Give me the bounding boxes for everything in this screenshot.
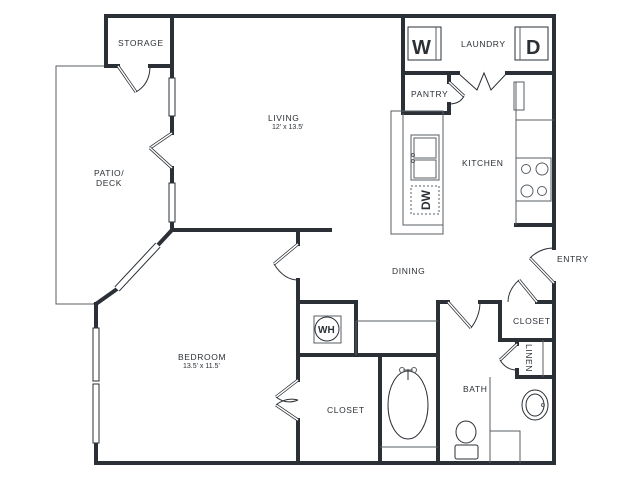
patio-label-line2: DECK <box>96 178 122 188</box>
storage-label: STORAGE <box>118 38 164 48</box>
washer-label: W <box>412 37 431 59</box>
patio-outline <box>55 65 106 305</box>
toilet <box>454 420 479 460</box>
exterior-walls <box>93 14 556 465</box>
laundry-label: LAUNDRY <box>461 39 506 49</box>
patio-label-line1: PATIO/ <box>94 168 124 178</box>
kitchen-label: KITCHEN <box>462 158 504 168</box>
entry-label: ENTRY <box>557 254 589 264</box>
bedroom-dimensions: 13.5' x 11.5' <box>183 363 220 370</box>
interior-walls <box>170 14 556 465</box>
bathtub <box>387 367 429 440</box>
living-dimensions: 12' x 13.5' <box>272 124 303 131</box>
dining-label: DINING <box>392 266 425 276</box>
bath-sink <box>521 389 549 421</box>
water-heater: WH <box>313 315 342 344</box>
bedroom-label: BEDROOM <box>178 352 226 362</box>
entry-closet-label: CLOSET <box>513 316 551 326</box>
counters <box>355 81 554 463</box>
dryer: D <box>514 26 549 61</box>
bedroom-closet-label: CLOSET <box>327 405 365 415</box>
stove <box>515 157 552 202</box>
linen-label: LINEN <box>524 344 534 372</box>
dishwasher-label: DW <box>419 189 433 210</box>
doors <box>116 65 556 422</box>
living-label: LIVING <box>268 113 299 123</box>
pantry-label: PANTRY <box>411 89 448 99</box>
sink <box>410 134 440 181</box>
water-heater-label: WH <box>318 325 335 336</box>
dishwasher: DW <box>410 185 440 215</box>
windows <box>92 77 176 444</box>
dryer-label: D <box>526 37 540 59</box>
washer: W <box>407 26 442 61</box>
bath-label: BATH <box>463 384 487 394</box>
